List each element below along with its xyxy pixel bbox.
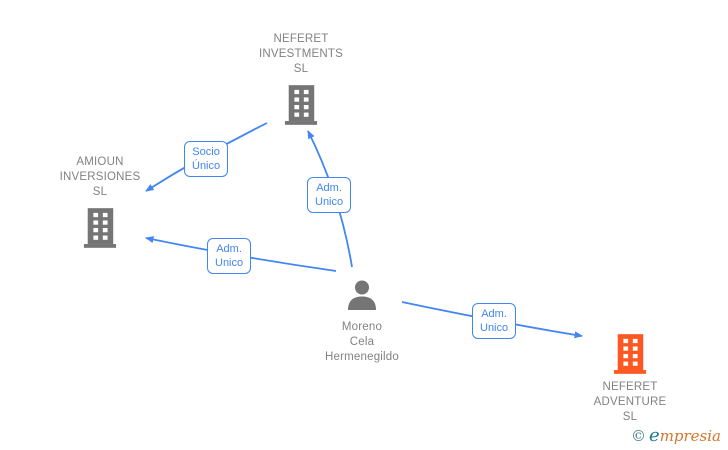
company-node-neferet-adventure[interactable]: NEFERET ADVENTURE SL (550, 333, 710, 425)
company-name: AMIOUN INVERSIONES SL (20, 155, 180, 200)
company-name-line: SL (622, 411, 638, 423)
person-name-line: Hermenegildo (325, 351, 399, 363)
edge-label-line: Adm. (481, 308, 507, 320)
company-name-line: INVESTMENTS (259, 48, 343, 60)
building-icon (83, 207, 117, 254)
person-name: Moreno Cela Hermenegildo (282, 320, 442, 365)
company-name-line: NEFERET (602, 381, 658, 393)
edge-label-adm-unico-amioun: Adm. Unico (207, 238, 252, 274)
edge-label-line: Socio (192, 146, 220, 158)
edge-label-line: Unico (480, 322, 509, 334)
company-node-amioun-inversiones[interactable]: AMIOUN INVERSIONES SL (20, 155, 180, 254)
company-name-line: AMIOUN (76, 156, 124, 168)
empresia-watermark-link[interactable]: ©empresia (631, 425, 721, 446)
company-name-line: INVERSIONES (59, 171, 141, 183)
edge-label-line: Unico (315, 196, 344, 208)
edge-label-line: Adm. (216, 243, 242, 255)
company-name-line: SL (92, 186, 108, 198)
edge-label-line: Adm. (316, 182, 342, 194)
person-name-line: Cela (349, 336, 375, 348)
person-name-line: Moreno (341, 321, 383, 333)
copyright-symbol: © (631, 427, 647, 445)
edge-label-line: Único (192, 160, 221, 172)
empresia-logo-text: mpresia (659, 427, 721, 445)
company-name-line: ADVENTURE (593, 396, 667, 408)
building-icon (284, 84, 318, 131)
company-name-line: SL (293, 63, 309, 75)
edge-label-adm-unico-investments: Adm. Unico (307, 177, 352, 213)
empresia-logo-initial: e (649, 425, 660, 446)
edge-label-adm-unico-adventure: Adm. Unico (472, 303, 517, 339)
company-name: NEFERET INVESTMENTS SL (221, 32, 381, 77)
company-name-line: NEFERET (273, 33, 329, 45)
edge-label-socio-unico: Socio Único (184, 141, 229, 177)
building-icon (613, 333, 647, 380)
edge-label-line: Unico (215, 257, 244, 269)
person-node-moreno-cela[interactable]: Moreno Cela Hermenegildo (282, 280, 442, 365)
company-name: NEFERET ADVENTURE SL (550, 380, 710, 425)
company-node-neferet-investments[interactable]: NEFERET INVESTMENTS SL (221, 32, 381, 131)
person-icon (346, 280, 378, 315)
